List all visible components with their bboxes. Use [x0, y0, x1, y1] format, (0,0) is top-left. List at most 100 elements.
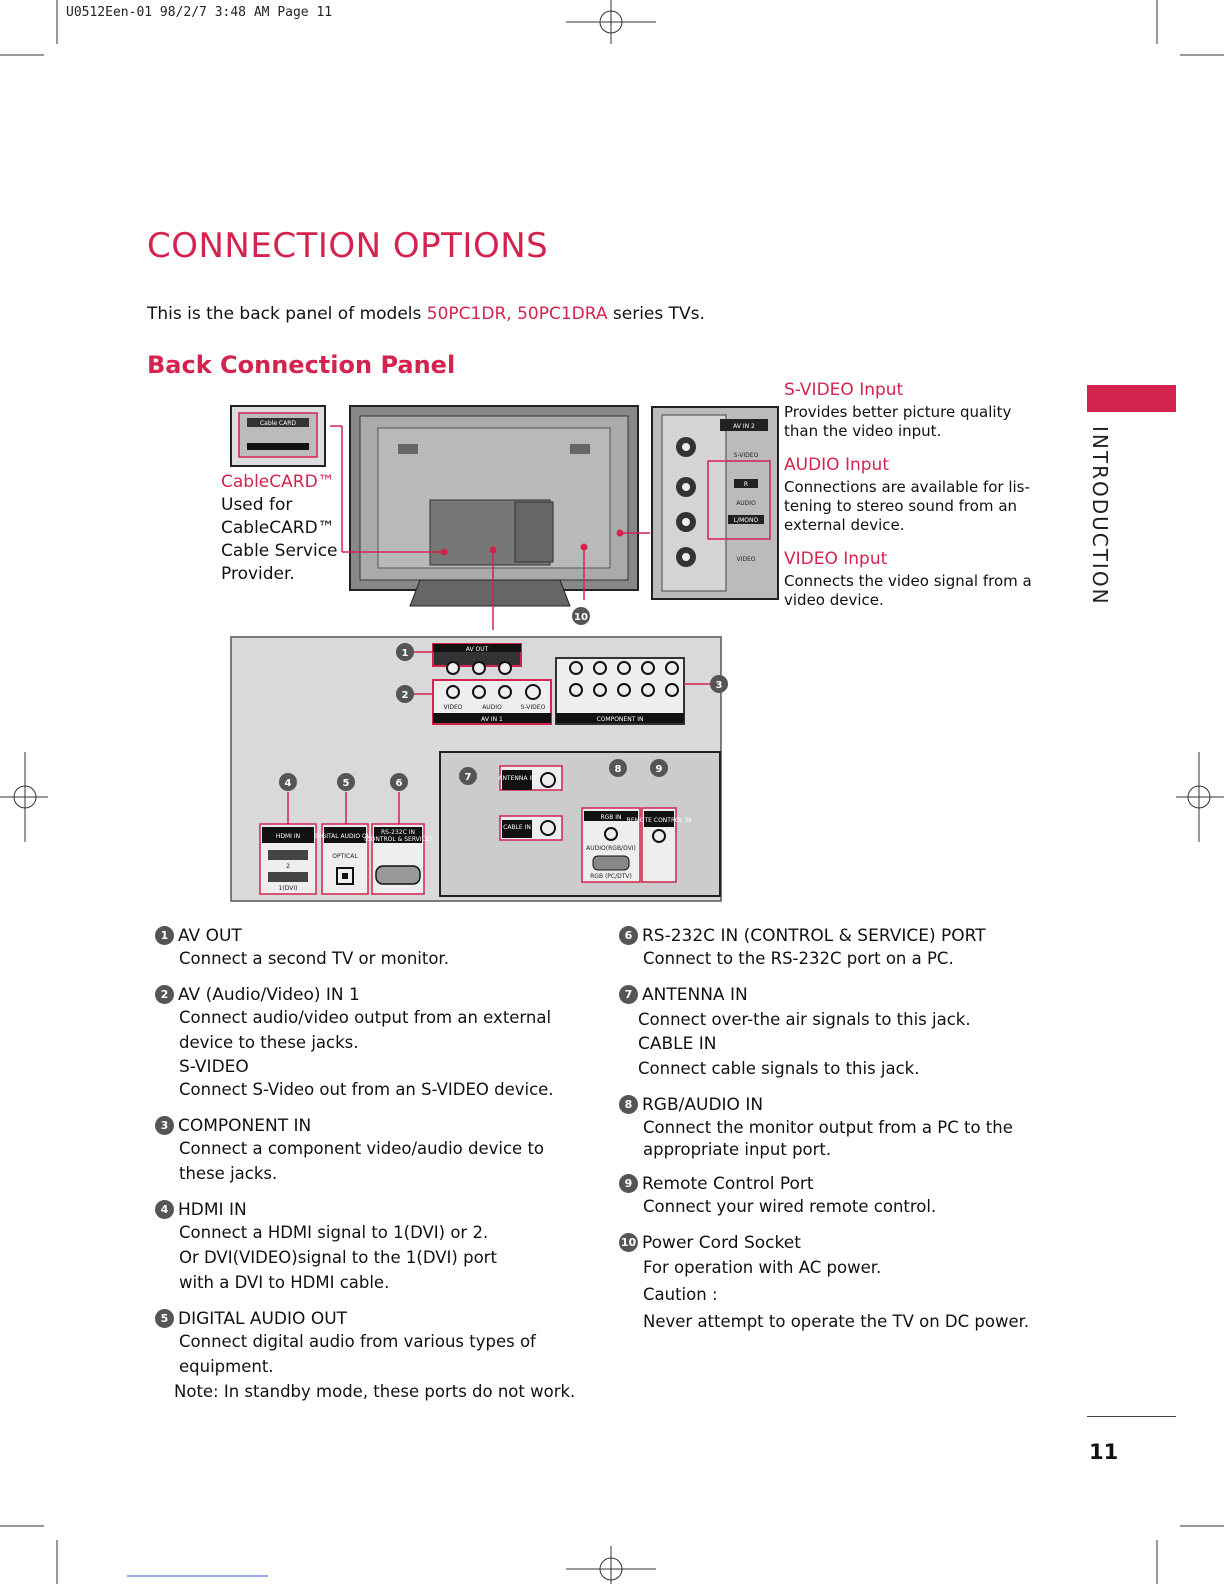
- item-text: appropriate input port.: [643, 1140, 832, 1159]
- item-title: Remote Control Port: [642, 1174, 814, 1194]
- intro-prefix: This is the back panel of models: [147, 304, 427, 324]
- label-rs232c-sub: (CONTROL & SERVICE): [364, 836, 432, 843]
- cablecard-title: CableCARD™: [221, 472, 335, 492]
- item-title: Power Cord Socket: [642, 1233, 801, 1253]
- callout-text: than the video input.: [784, 422, 942, 440]
- marker-2: 2: [402, 690, 409, 701]
- item-text: with a DVI to HDMI cable.: [179, 1273, 390, 1292]
- marker-10: 10: [574, 612, 588, 623]
- callout-text: external device.: [784, 516, 905, 534]
- label-l-mono: L/MONO: [734, 517, 759, 524]
- item-text: Connect cable signals to this jack.: [638, 1059, 920, 1078]
- label-rs232c-in: RS-232C IN: [381, 829, 415, 836]
- item-number: 5: [155, 1309, 174, 1328]
- label-component-in: COMPONENT IN: [596, 716, 643, 723]
- item-subtitle: CABLE IN: [638, 1034, 717, 1054]
- callout-text: Connects the video signal from a: [784, 572, 1032, 590]
- item-text: Connect to the RS-232C port on a PC.: [643, 949, 954, 968]
- label-audio: AUDIO: [482, 704, 502, 711]
- label-hdmi-2: 2: [286, 863, 290, 870]
- marker-1: 1: [402, 648, 409, 659]
- item-number: 3: [155, 1116, 174, 1135]
- marker-4: 4: [285, 778, 292, 789]
- item-text: For operation with AC power.: [643, 1258, 882, 1277]
- cablecard-line: Provider.: [221, 564, 295, 584]
- label-svideo: S-VIDEO: [734, 452, 759, 459]
- item-subtitle: S-VIDEO: [179, 1057, 249, 1077]
- item-text: Never attempt to operate the TV on DC po…: [643, 1312, 1030, 1331]
- item-number: 10: [619, 1233, 638, 1252]
- callout-text: Provides better picture quality: [784, 403, 1012, 421]
- page-title: CONNECTION OPTIONS: [147, 226, 549, 266]
- item-number: 6: [619, 926, 638, 945]
- marker-7: 7: [465, 772, 472, 783]
- callout-title-svideo: S-VIDEO Input: [784, 380, 904, 400]
- side-tab-label: INTRODUCTION: [1088, 426, 1112, 606]
- item-number: 7: [619, 985, 638, 1004]
- item-title: AV OUT: [178, 926, 242, 946]
- item-number: 9: [619, 1174, 638, 1193]
- intro-suffix: series TVs.: [607, 304, 705, 324]
- item-number: 4: [155, 1200, 174, 1219]
- label-av-out: AV OUT: [466, 646, 489, 653]
- marker-5: 5: [343, 778, 350, 789]
- item-title: HDMI IN: [178, 1200, 247, 1220]
- label-optical: OPTICAL: [332, 853, 358, 860]
- label-hdmi-1: 1(DVI): [279, 885, 298, 892]
- label-video: VIDEO: [736, 556, 755, 563]
- item-text: device to these jacks.: [179, 1033, 359, 1052]
- item-text: Connect a second TV or monitor.: [179, 949, 449, 968]
- item-text: Connect S-Video out from an S-VIDEO devi…: [179, 1080, 554, 1099]
- item-title: DIGITAL AUDIO OUT: [178, 1309, 348, 1329]
- label-digital-audio-out: DIGITAL AUDIO OUT: [315, 833, 375, 840]
- callouts: S-VIDEO Input Provides better picture qu…: [784, 380, 1034, 610]
- callout-title-video: VIDEO Input: [784, 549, 888, 569]
- item-text: Caution :: [643, 1285, 718, 1304]
- callout-text: video device.: [784, 591, 884, 609]
- item-number: 2: [155, 985, 174, 1004]
- cablecard-line: Cable Service: [221, 541, 338, 561]
- cablecard-callout: CableCARD™ Used for CableCARD™ Cable Ser…: [221, 471, 338, 586]
- label-video: VIDEO: [443, 704, 462, 711]
- marker-9: 9: [656, 764, 663, 775]
- page-number: 11: [1089, 1440, 1119, 1464]
- cablecard-slot-label: Cable CARD: [260, 420, 296, 427]
- back-connection-panel: AV OUT VIDEO AUDIO S-VIDEO AV IN 1 COMPO…: [230, 636, 728, 902]
- item-title: ANTENNA IN: [642, 985, 748, 1005]
- side-tab-bar: [1087, 385, 1176, 412]
- item-text: Connect a HDMI signal to 1(DVI) or 2.: [179, 1223, 489, 1242]
- label-rgb-pc-dtv: RGB (PC/DTV): [590, 873, 632, 880]
- label-remote-control-in: REMOTE CONTROL IN: [627, 817, 692, 824]
- item-text: Connect a component video/audio device t…: [179, 1139, 545, 1158]
- side-input-panel: AV IN 2 S-VIDEO R AUDIO L/MONO VIDEO: [651, 406, 779, 600]
- item-text: Connect digital audio from various types…: [179, 1332, 536, 1351]
- item-title: AV (Audio/Video) IN 1: [178, 985, 360, 1005]
- label-antenna-in: ANTENNA IN: [498, 775, 535, 782]
- tv-back-illustration: 10: [330, 405, 650, 630]
- label-r: R: [744, 481, 748, 488]
- cablecard-line: CableCARD™: [221, 518, 335, 538]
- marker-3: 3: [716, 680, 723, 691]
- intro-text: This is the back panel of models 50PC1DR…: [147, 304, 705, 324]
- item-text: Or DVI(VIDEO)signal to the 1(DVI) port: [179, 1248, 497, 1267]
- item-title: RGB/AUDIO IN: [642, 1095, 764, 1115]
- label-av-in2: AV IN 2: [733, 423, 755, 430]
- callout-title-audio: AUDIO Input: [784, 455, 889, 475]
- item-text: these jacks.: [179, 1164, 278, 1183]
- label-audio: AUDIO: [736, 500, 756, 507]
- item-text: Connect the monitor output from a PC to …: [643, 1118, 1013, 1137]
- callout-text: Connections are available for lis-: [784, 478, 1030, 496]
- label-av-in1: AV IN 1: [481, 716, 503, 723]
- item-text: equipment.: [179, 1357, 274, 1376]
- label-rgb-in: RGB IN: [600, 814, 621, 821]
